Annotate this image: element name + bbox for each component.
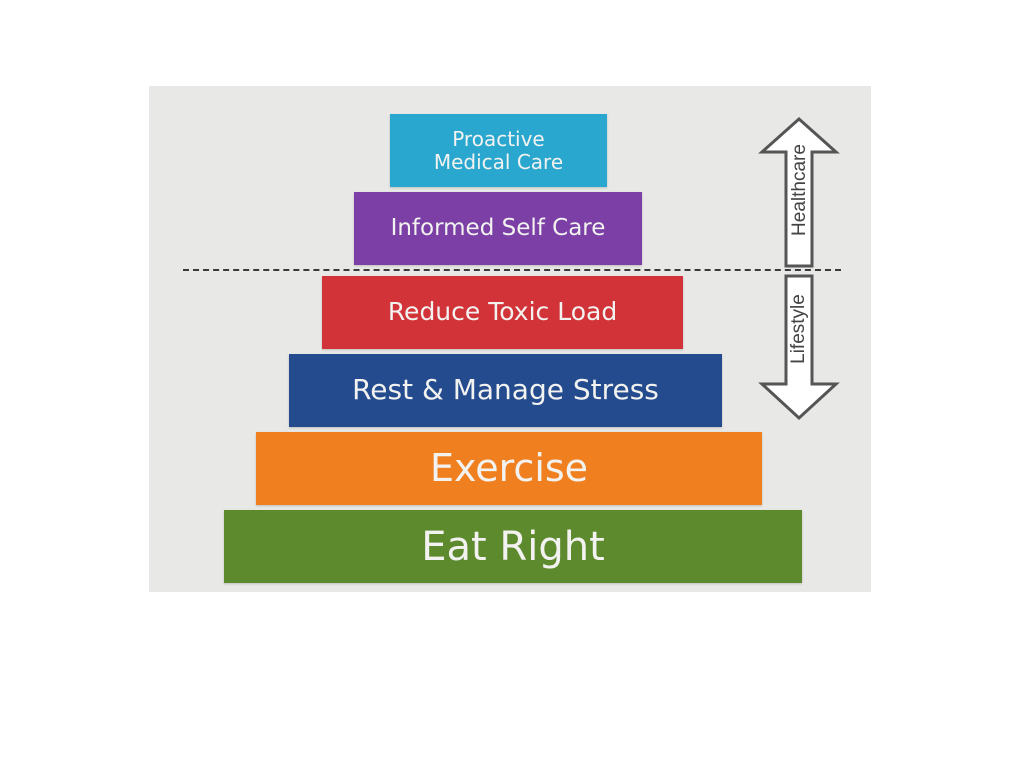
tier-rest-manage-stress: Rest & Manage Stress: [289, 354, 722, 427]
down-arrow-outline: [758, 274, 840, 421]
tier-reduce-toxic-load: Reduce Toxic Load: [322, 276, 683, 349]
dashed-divider-line: [183, 269, 841, 271]
tier-proactive-medical-care: Proactive Medical Care: [390, 114, 607, 187]
healthcare-label: Healthcare: [789, 144, 810, 236]
tier-eat-right: Eat Right: [224, 510, 802, 583]
up-arrow-outline: [758, 116, 840, 268]
tier-informed-self-care: Informed Self Care: [354, 192, 642, 265]
pyramid-diagram: Proactive Medical Care Informed Self Car…: [149, 86, 871, 592]
lifestyle-label: Lifestyle: [788, 294, 809, 364]
double-headed-arrow-icon: [758, 116, 840, 421]
tier-exercise: Exercise: [256, 432, 762, 505]
